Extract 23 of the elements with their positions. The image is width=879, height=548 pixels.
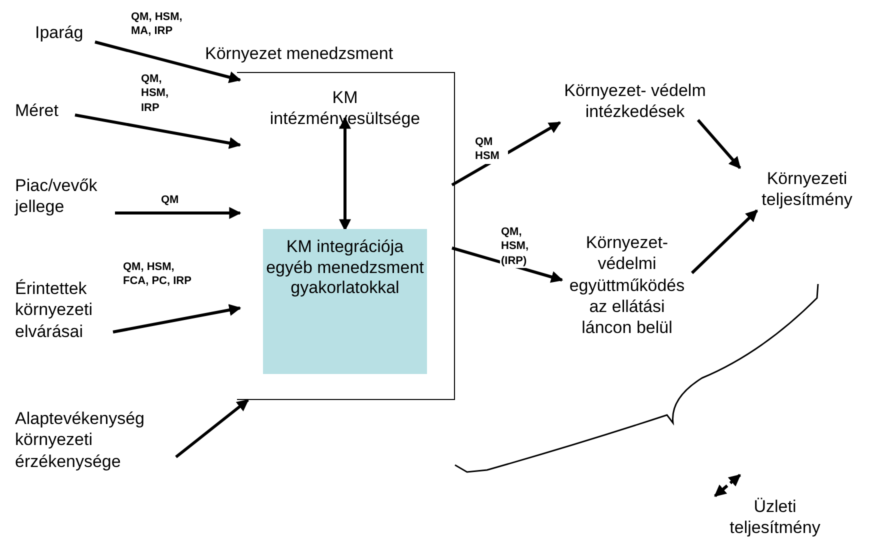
arrow: [714, 474, 741, 498]
box-heading: Környezet menedzsment: [205, 43, 394, 64]
arrow: [74, 114, 242, 149]
node-label: Méret: [15, 100, 75, 122]
process-box: KM integrációja egyéb menedzsment gyakorlatokkal: [263, 229, 427, 374]
node-label: Környezet- védelmi együttműködés az ellátási láncon belül: [562, 232, 692, 338]
arrow: [115, 207, 242, 219]
arrow: [339, 116, 351, 232]
node-label: Alaptevékenység környezeti érzékenysége: [15, 408, 190, 472]
arrow: [175, 398, 249, 458]
node-label: Érintettek környezeti elvárásai: [15, 278, 113, 342]
node-label: Iparág: [35, 22, 95, 44]
edge-label: QM HSM: [474, 135, 508, 164]
node-label: Környezeti teljesítmény: [735, 168, 879, 210]
node-label: Üzleti teljesítmény: [715, 496, 835, 538]
arrow: [94, 40, 242, 84]
arrow: [452, 246, 564, 283]
arrow: [112, 304, 242, 334]
node-label: Piac/vevők jellege: [15, 175, 115, 218]
arrow: [696, 119, 742, 169]
node-label: KM intézményesültsége: [267, 87, 423, 130]
node-label: Környezet- védelm intézkedések: [560, 80, 710, 122]
arrow: [690, 209, 758, 274]
